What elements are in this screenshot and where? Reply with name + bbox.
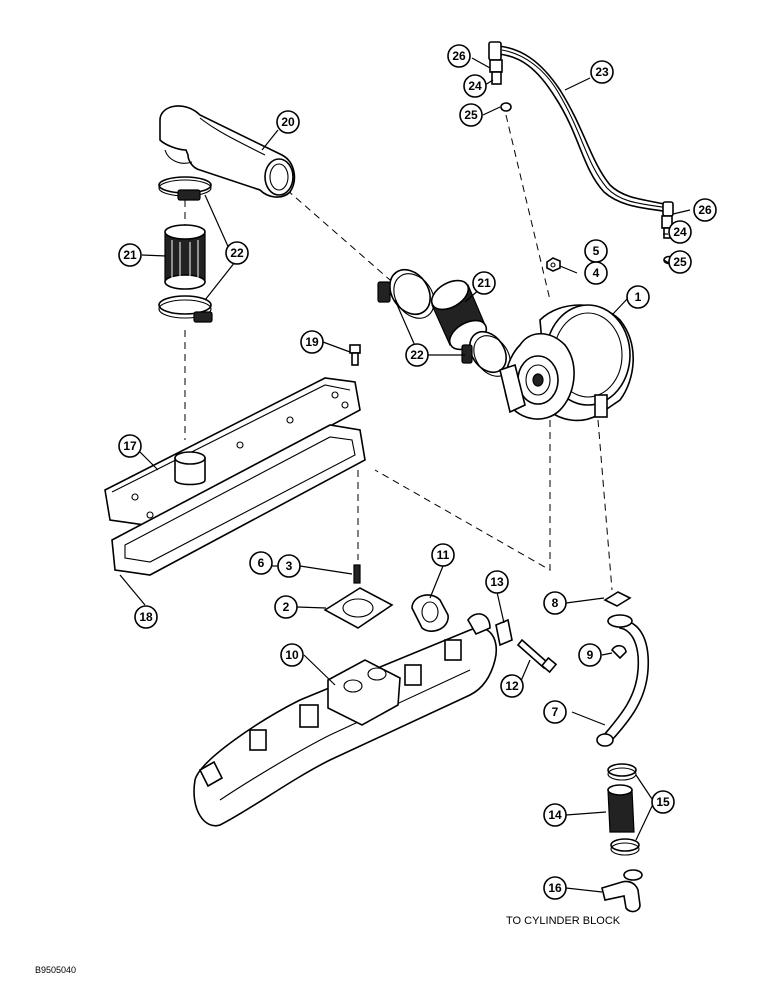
callout-6-label: 6 xyxy=(258,556,265,570)
tube-clip-9 xyxy=(611,644,627,660)
callout-16-label: 16 xyxy=(548,881,562,895)
callout-21-right: 21 xyxy=(472,271,496,295)
oil-supply-hose xyxy=(488,41,674,217)
leader-lines xyxy=(119,57,691,893)
callout-13-label: 13 xyxy=(490,575,504,589)
callout-5: 5 xyxy=(584,239,608,263)
alignment-lines xyxy=(184,114,613,591)
callout-22-right-label: 22 xyxy=(410,348,424,362)
callout-24-lower-label: 24 xyxy=(673,225,687,239)
callout-25-lower: 25 xyxy=(668,250,692,274)
callout-16: 16 xyxy=(543,876,567,900)
callout-15-label: 15 xyxy=(656,795,670,809)
lock-plate-13 xyxy=(495,618,513,647)
callout-25-upper: 25 xyxy=(459,103,483,127)
callout-22-left-label: 22 xyxy=(230,246,244,260)
callout-20-label: 20 xyxy=(281,115,295,129)
callout-25-lower-label: 25 xyxy=(673,255,687,269)
callout-4-label: 4 xyxy=(593,266,600,280)
callout-1: 1 xyxy=(626,285,650,309)
callout-23: 23 xyxy=(590,60,614,84)
callout-2: 2 xyxy=(274,595,298,619)
callout-20: 20 xyxy=(276,110,300,134)
callout-5-label: 5 xyxy=(593,244,600,258)
callout-4: 4 xyxy=(584,261,608,285)
callout-19-label: 19 xyxy=(305,335,319,349)
hose-clamp-upper-left xyxy=(158,176,212,201)
callout-7-label: 7 xyxy=(552,705,559,719)
cap-screw-19 xyxy=(349,344,361,366)
callout-26-upper-label: 26 xyxy=(452,49,466,63)
callout-14-label: 14 xyxy=(548,808,562,822)
figure-id: B9505040 xyxy=(35,965,76,975)
drain-gasket-8 xyxy=(603,591,632,607)
callout-25-upper-label: 25 xyxy=(464,108,478,122)
callout-21-right-label: 21 xyxy=(477,276,491,290)
upper-hose-fittings xyxy=(489,59,512,112)
to-cylinder-block-caption: TO CYLINDER BLOCK xyxy=(506,915,621,927)
callout-19: 19 xyxy=(300,330,324,354)
callout-8-label: 8 xyxy=(552,596,559,610)
callout-8: 8 xyxy=(543,591,567,615)
callout-26-upper: 26 xyxy=(447,44,471,68)
callout-18-label: 18 xyxy=(139,610,153,624)
nut-washer xyxy=(546,257,561,272)
intake-cover-plate xyxy=(104,377,361,526)
exhaust-port-gasket xyxy=(411,594,449,632)
callout-9: 9 xyxy=(578,643,602,667)
callout-17-label: 17 xyxy=(123,439,137,453)
callout-17: 17 xyxy=(118,434,142,458)
rubber-hose-left xyxy=(164,224,206,290)
drain-hose-clamp-upper xyxy=(607,763,637,781)
callout-24-lower: 24 xyxy=(668,220,692,244)
drain-elbow-16 xyxy=(601,869,643,913)
cap-screw-12 xyxy=(516,638,558,674)
callout-3-label: 3 xyxy=(286,559,293,573)
exhaust-manifold xyxy=(193,613,497,827)
callout-18: 18 xyxy=(134,605,158,629)
callout-26-lower: 26 xyxy=(693,198,717,222)
callout-1-label: 1 xyxy=(635,290,642,304)
callout-21-left: 21 xyxy=(118,243,142,267)
drain-hose-clamp-lower xyxy=(610,838,640,856)
callout-10-label: 10 xyxy=(285,648,299,662)
callout-9-label: 9 xyxy=(587,648,594,662)
callout-14: 14 xyxy=(543,803,567,827)
callout-22-right: 22 xyxy=(405,343,429,367)
oil-drain-tube xyxy=(596,614,650,747)
callout-24-upper: 24 xyxy=(463,74,487,98)
callout-6: 6 xyxy=(249,551,273,575)
hose-clamp-lower-left xyxy=(158,295,213,323)
callout-12: 12 xyxy=(500,674,524,698)
hose-clamp-right-upper xyxy=(377,268,435,319)
callout-22-left: 22 xyxy=(225,241,249,265)
callout-12-label: 12 xyxy=(505,679,519,693)
callout-23-label: 23 xyxy=(595,65,609,79)
callout-11: 11 xyxy=(431,543,455,567)
callout-2-label: 2 xyxy=(283,600,290,614)
intake-elbow xyxy=(159,105,296,198)
drain-hose-14 xyxy=(607,784,635,833)
callout-21-left-label: 21 xyxy=(123,248,137,262)
turbocharger xyxy=(499,304,634,422)
callout-13: 13 xyxy=(485,570,509,594)
callout-3: 3 xyxy=(277,554,301,578)
stud-3 xyxy=(353,564,361,584)
callout-15: 15 xyxy=(651,790,675,814)
callout-7: 7 xyxy=(543,700,567,724)
callout-26-lower-label: 26 xyxy=(698,203,712,217)
callout-11-label: 11 xyxy=(437,548,450,562)
intake-gasket xyxy=(111,424,366,576)
callout-24-upper-label: 24 xyxy=(468,79,482,93)
callout-10: 10 xyxy=(280,643,304,667)
turbo-flange-gasket xyxy=(323,587,394,629)
